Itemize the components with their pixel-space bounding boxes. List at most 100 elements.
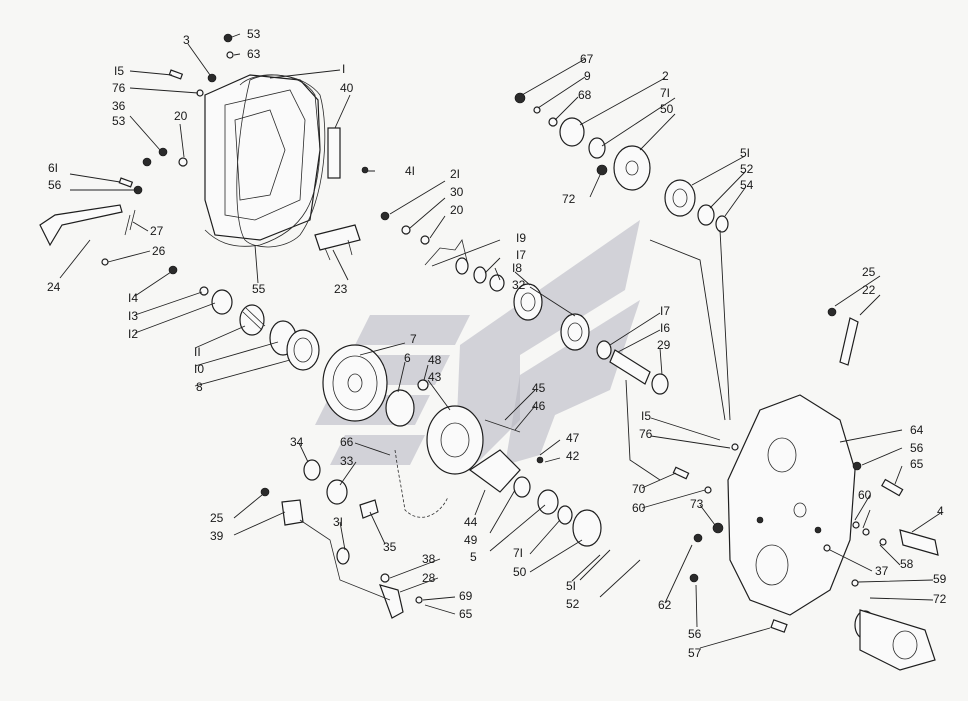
label-57: 57 [688, 646, 702, 660]
label-59: 59 [933, 572, 947, 586]
label-69: 69 [459, 589, 473, 603]
label-27: 27 [150, 224, 164, 238]
left-cover-plate [204, 74, 321, 247]
label-13: I3 [128, 309, 138, 323]
label-64: 64 [910, 423, 924, 437]
label-50b: 50 [513, 565, 527, 579]
label-20b: 20 [450, 203, 464, 217]
label-61: 6I [48, 161, 58, 175]
label-65b: 65 [459, 607, 473, 621]
label-21: 2I [450, 167, 460, 181]
label-26: 26 [152, 244, 166, 258]
label-72a: 72 [562, 192, 576, 206]
gear-housing-right [727, 394, 856, 616]
label-46: 46 [532, 399, 546, 413]
label-56a: 56 [48, 178, 62, 192]
label-44: 44 [464, 515, 478, 529]
label-56c: 56 [688, 627, 702, 641]
label-47: 47 [566, 431, 580, 445]
gasket-55 [236, 74, 326, 248]
label-11: II [194, 345, 201, 359]
upper-right-gear [514, 92, 729, 233]
bracket-40 [327, 127, 341, 179]
label-71b: 7I [513, 546, 523, 560]
label-66: 66 [340, 435, 354, 449]
label-55: 55 [252, 282, 266, 296]
part-number-labels: 53 63 3 I I5 76 36 53 20 40 4I 6I 56 27 … [47, 27, 947, 660]
label-58: 58 [900, 557, 914, 571]
label-56b: 56 [910, 441, 924, 455]
label-52b: 52 [566, 597, 580, 611]
label-6: 6 [404, 351, 411, 365]
label-60b: 60 [858, 488, 872, 502]
label-15b: I5 [641, 409, 651, 423]
label-9: 9 [584, 69, 591, 83]
label-12: I2 [128, 327, 138, 341]
label-49: 49 [464, 533, 478, 547]
label-42: 42 [566, 449, 580, 463]
label-51b: 5I [566, 579, 576, 593]
label-17b: I7 [660, 304, 670, 318]
label-19: I9 [516, 231, 526, 245]
label-76b: 76 [639, 427, 653, 441]
label-35: 35 [383, 540, 397, 554]
label-45: 45 [532, 381, 546, 395]
label-52a: 52 [740, 162, 754, 176]
shaft-assembly-upper [380, 211, 669, 395]
label-17a: I7 [516, 248, 526, 262]
label-67: 67 [580, 52, 594, 66]
label-2: 2 [662, 69, 669, 83]
label-40: 40 [340, 81, 354, 95]
label-36a: 36 [112, 99, 126, 113]
label-22: 22 [862, 283, 876, 297]
label-4: 4 [937, 504, 944, 518]
label-14: I4 [128, 291, 138, 305]
label-16: I6 [660, 321, 670, 335]
label-34: 34 [290, 435, 304, 449]
small-parts-left [101, 33, 369, 266]
linkage-lower-left [260, 459, 423, 619]
label-72b: 72 [933, 592, 947, 606]
chain-66 [394, 449, 449, 518]
label-30: 30 [450, 185, 464, 199]
label-65a: 65 [910, 457, 924, 471]
label-54: 54 [740, 178, 754, 192]
gear-stack-left [168, 265, 602, 547]
label-24: 24 [47, 280, 61, 294]
label-73: 73 [690, 497, 704, 511]
label-70: 70 [632, 482, 646, 496]
label-60a: 60 [632, 501, 646, 515]
label-31: 3I [333, 515, 343, 529]
label-51a: 5I [740, 146, 750, 160]
right-fasteners [672, 443, 939, 633]
label-63: 63 [247, 47, 261, 61]
label-38: 38 [422, 552, 436, 566]
bar-23 [314, 224, 361, 261]
lever-22 [827, 307, 859, 366]
label-I: I [342, 62, 345, 76]
label-39: 39 [210, 529, 224, 543]
label-10: I0 [194, 362, 204, 376]
label-37: 37 [875, 564, 889, 578]
label-32: 32 [512, 278, 526, 292]
label-76a: 76 [112, 81, 126, 95]
label-15a: I5 [114, 64, 124, 78]
output-shaft-57 [854, 609, 936, 671]
lever-24 [39, 204, 123, 247]
label-53b: 53 [112, 114, 126, 128]
label-7: 7 [410, 332, 417, 346]
label-48: 48 [428, 353, 442, 367]
label-23: 23 [334, 282, 348, 296]
label-25a: 25 [862, 265, 876, 279]
label-53a: 53 [247, 27, 261, 41]
label-3: 3 [183, 33, 190, 47]
label-25b: 25 [210, 511, 224, 525]
label-28: 28 [422, 571, 436, 585]
label-33: 33 [340, 454, 354, 468]
label-18: I8 [512, 261, 522, 275]
label-41: 4I [405, 164, 415, 178]
label-8: 8 [196, 380, 203, 394]
label-29: 29 [657, 338, 671, 352]
label-71a: 7I [660, 86, 670, 100]
